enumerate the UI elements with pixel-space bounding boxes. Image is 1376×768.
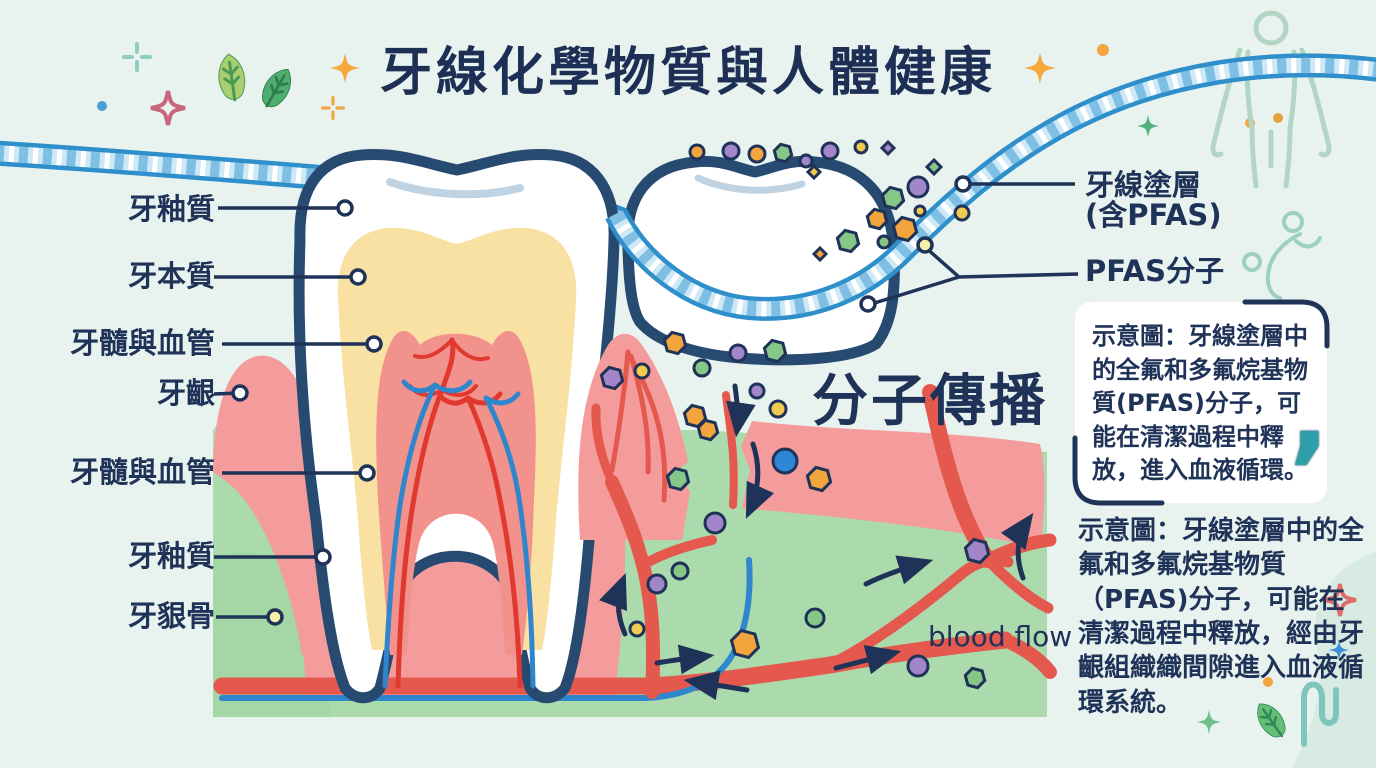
- dot-icon: [97, 101, 107, 111]
- molecule: [805, 163, 823, 181]
- molecule: [906, 175, 930, 199]
- callout-text-2: 示意圖：牙線塗層中的全氟和多氟烷基物質（PFAS)分子，可能在清潔過程中釋放，經…: [1078, 516, 1365, 718]
- label-enamel-top: 牙釉質: [127, 192, 215, 227]
- molecule: [913, 204, 927, 218]
- arrow-right-icon: [863, 555, 934, 587]
- bending-figure-icon: [1242, 211, 1322, 300]
- bottom-right-decorations: [1197, 582, 1358, 747]
- molecule: [728, 343, 748, 363]
- molecule: [772, 142, 794, 164]
- molecule: [963, 537, 991, 565]
- molecule: [768, 399, 788, 419]
- molecule: [835, 228, 861, 254]
- crown-shading: [694, 174, 806, 194]
- molecule: [880, 185, 906, 211]
- dot-icon: [1273, 113, 1283, 123]
- callout-bubble: [1072, 299, 1330, 506]
- label-floss-coating: 牙線塗層: [1085, 168, 1202, 202]
- sparkle-icon: [1137, 115, 1159, 137]
- arrow-right-icon: [833, 645, 902, 675]
- pfas-molecules: [599, 139, 991, 690]
- label-dentin: 牙本質: [127, 259, 215, 294]
- label-pulp-vessels-top: 牙髓與血管: [69, 326, 215, 361]
- molecule: [924, 157, 944, 177]
- pulp: [376, 330, 536, 655]
- arrow-down-icon: [745, 441, 775, 519]
- arrow-up-icon: [599, 573, 628, 637]
- top-left-decorations: [97, 42, 360, 125]
- molecule: [953, 204, 971, 222]
- molecule: [879, 139, 897, 157]
- label-pfas-molecule: PFAS分子: [1085, 254, 1225, 288]
- pulp-vessels: [382, 337, 536, 689]
- molecule: [820, 141, 840, 161]
- molecule: [853, 139, 869, 155]
- molecule: [662, 330, 688, 356]
- molecule: [811, 245, 829, 263]
- label-enamel-bottom: 牙釉質: [127, 539, 215, 574]
- molecule: [891, 215, 919, 243]
- molecule: [670, 561, 690, 581]
- molecule: [747, 144, 767, 164]
- molecule: [771, 447, 799, 475]
- paperclip-icon: [1301, 681, 1339, 747]
- molecule: [696, 418, 720, 442]
- arrow-up-icon: [1000, 512, 1034, 581]
- label-gum: 牙齦: [156, 376, 215, 411]
- flow-arrows: [599, 383, 1034, 701]
- floss-strand-right: [605, 53, 1376, 321]
- arrow-left-icon: [683, 670, 750, 701]
- molecule: [599, 365, 625, 391]
- molecule: [646, 573, 668, 595]
- label-floss-coating-sub: (含PFAS): [1085, 198, 1222, 232]
- label-blood-flow: blood flow: [928, 620, 1073, 653]
- label-alveolar-bone: 牙貇骨: [127, 599, 215, 634]
- molecule: [804, 607, 826, 629]
- label-leaders: [213, 175, 1079, 626]
- corner-blob: [1292, 552, 1376, 768]
- molecule: [748, 382, 766, 400]
- molecule: [633, 362, 651, 380]
- molecule: [688, 143, 706, 161]
- page-title: 牙線化學物質與人體健康: [379, 43, 996, 103]
- dot-icon: [1097, 44, 1109, 56]
- quote-icon: ’: [1288, 409, 1330, 537]
- molecule: [721, 141, 741, 161]
- dot-icon: [1263, 677, 1273, 687]
- molecule: [762, 338, 788, 364]
- molecule: [798, 153, 814, 169]
- label-molecular-transmission: 分子傳播: [812, 369, 1048, 434]
- arrow-down-icon: [726, 383, 756, 438]
- callout-text-1: 示意圖：牙線塗層中的全氟和多氟烷基物質(PFAS)分子，可能在清潔過程中釋放，進…: [1092, 322, 1308, 485]
- molecule: [865, 207, 889, 231]
- molecule: [729, 628, 761, 660]
- molecule: [628, 620, 646, 638]
- molecule: [703, 511, 727, 535]
- molecule: [805, 465, 833, 493]
- molecule: [665, 466, 691, 492]
- crown-shading: [386, 178, 524, 199]
- arrow-right-icon: [654, 644, 715, 675]
- label-pulp-vessels-bottom: 牙髓與血管: [69, 455, 215, 490]
- molecule: [692, 358, 712, 378]
- molecule: [906, 654, 930, 678]
- left-tooth: [293, 149, 620, 704]
- molecule: [876, 234, 892, 250]
- molecule: [963, 666, 987, 690]
